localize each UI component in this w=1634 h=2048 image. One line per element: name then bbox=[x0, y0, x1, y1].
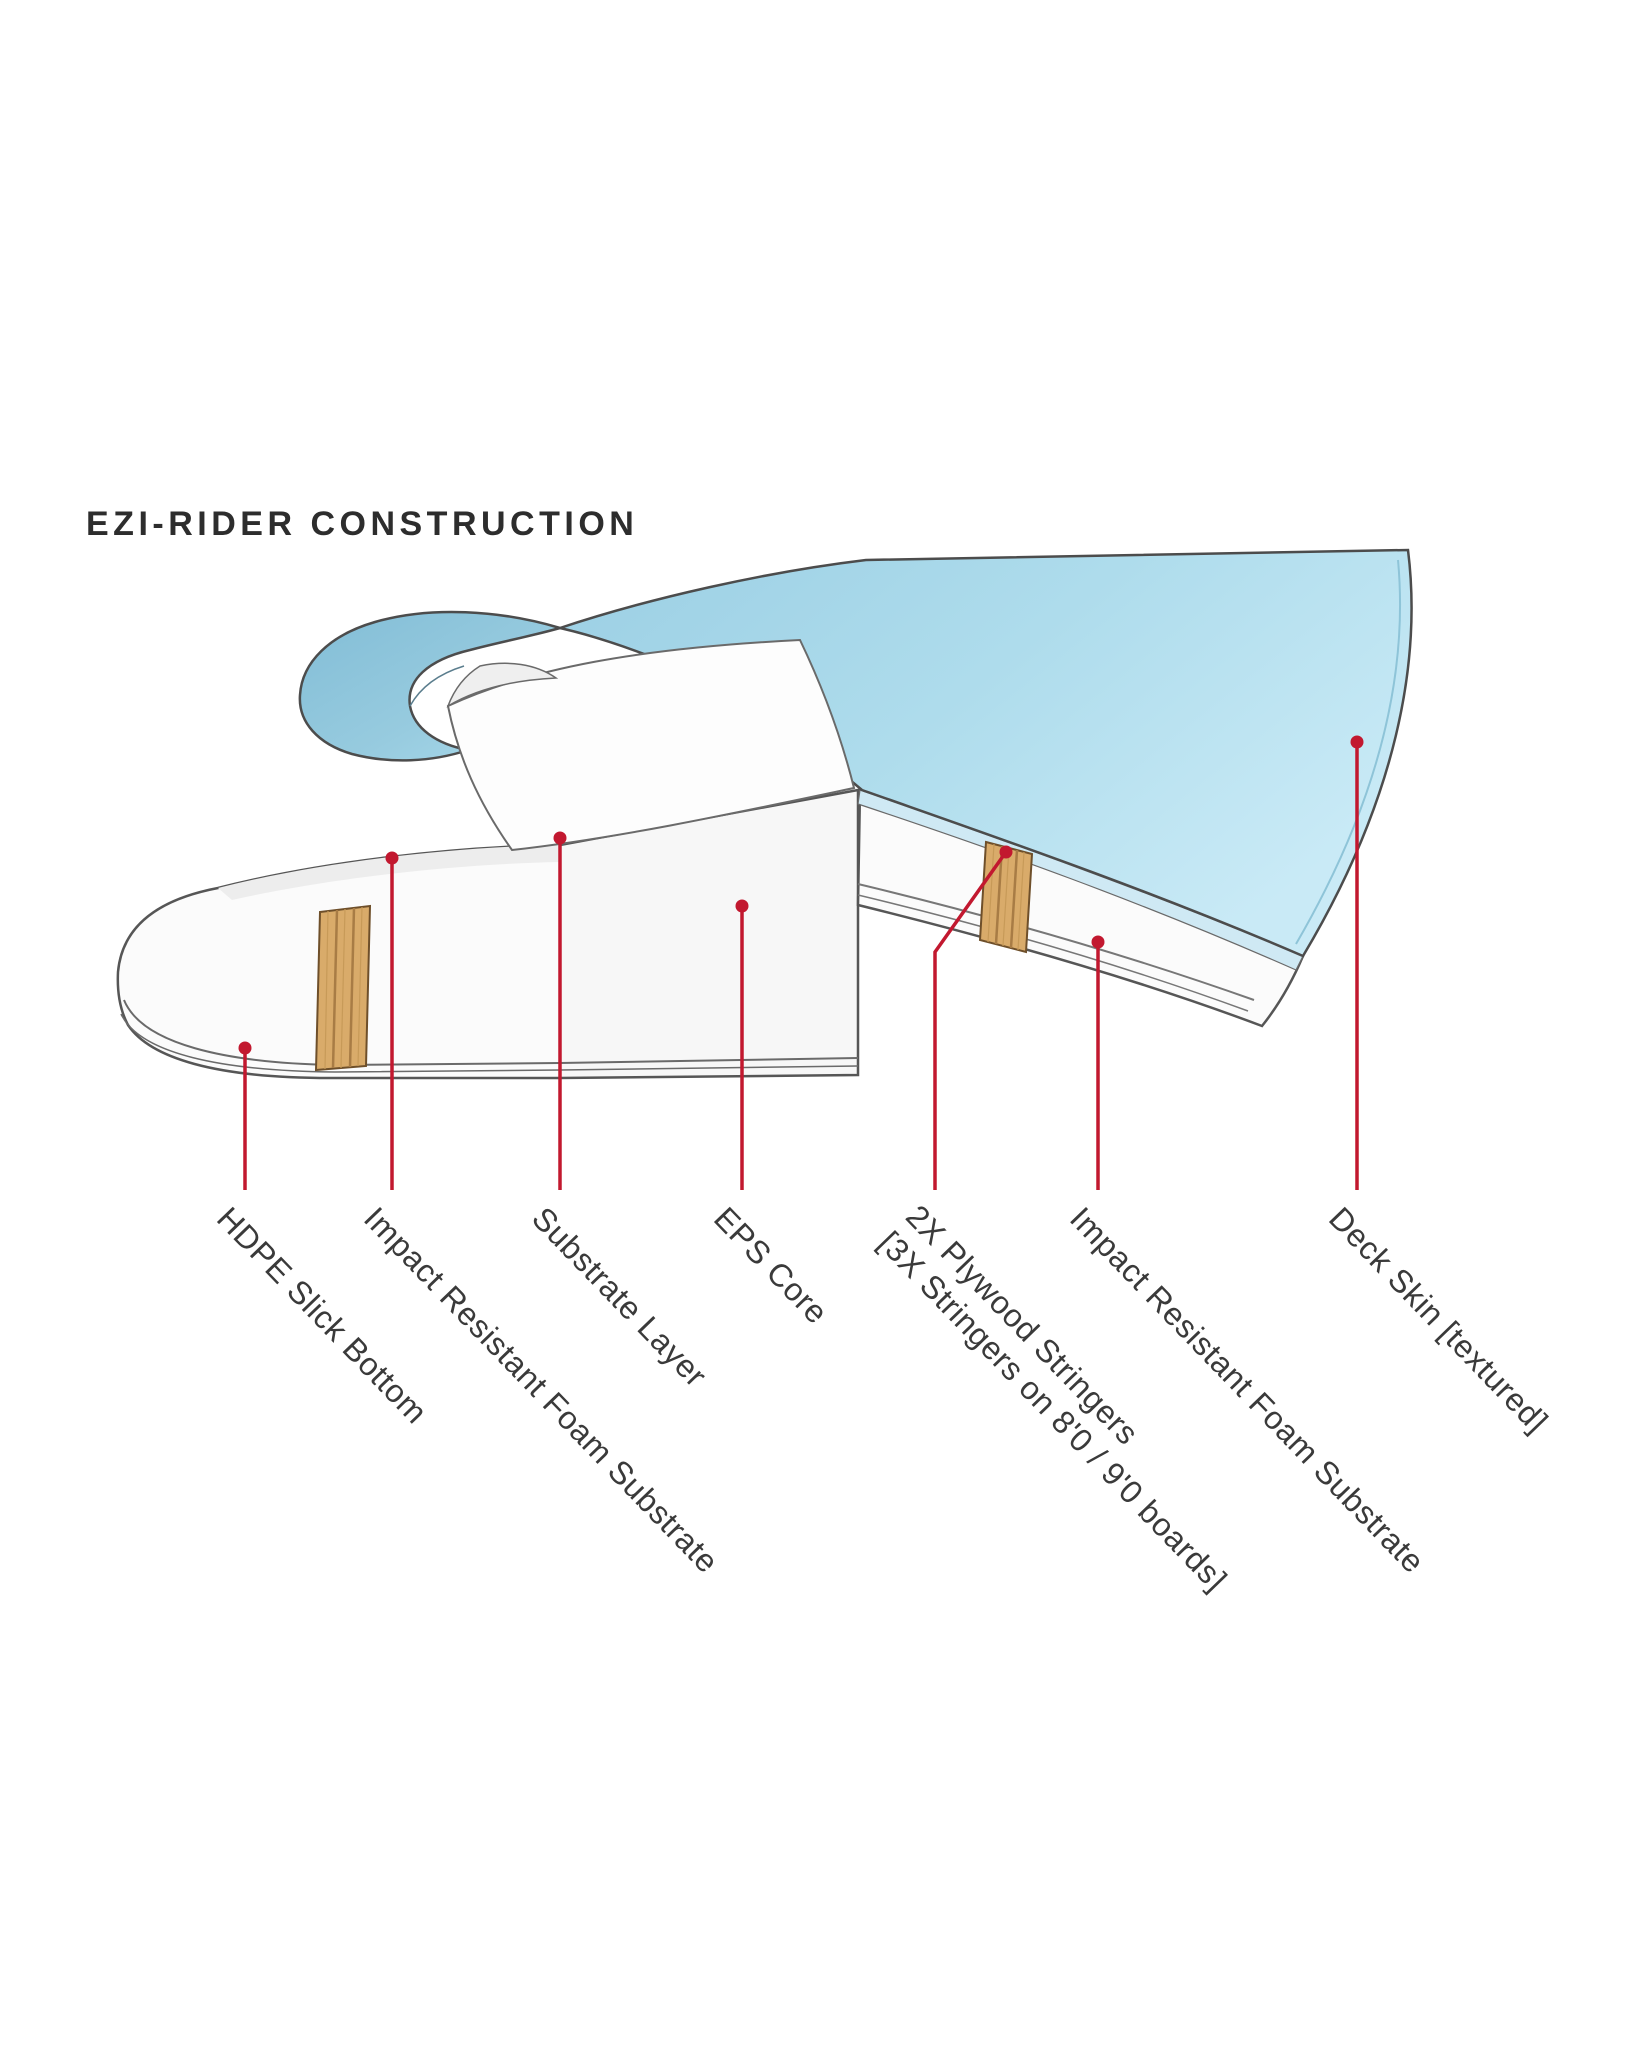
substrate-layer-line-right-1 bbox=[857, 883, 1255, 1001]
hdpe-bottom-layer-line-inner bbox=[120, 1013, 561, 1073]
substrate-layer-line-right-2 bbox=[857, 894, 1249, 1012]
left-foam-slab-top-shading bbox=[218, 845, 560, 900]
deck-skin-curl-inner-line bbox=[409, 665, 465, 707]
stringer-left-ply-lines bbox=[331, 907, 356, 1069]
callout-dot-deck-skin bbox=[1350, 735, 1364, 749]
callout-dot-substrate bbox=[553, 831, 567, 845]
hdpe-bottom-layer-line-outer bbox=[123, 999, 561, 1067]
substrate-layer-flap-curled-corner bbox=[446, 662, 559, 708]
diagram-title: EZI-RIDER CONSTRUCTION bbox=[86, 505, 639, 543]
hdpe-layer-line-under-eps-outer bbox=[559, 1057, 859, 1064]
callout-dot-eps bbox=[735, 899, 749, 913]
callout-line-stringers bbox=[933, 850, 1008, 1190]
deck-skin-curl bbox=[298, 610, 565, 762]
stringer-left-grain bbox=[324, 906, 363, 1070]
callout-dot-foam-top bbox=[1091, 935, 1105, 949]
callout-dot-stringers bbox=[999, 845, 1013, 859]
callout-dot-foam-bottom bbox=[385, 851, 399, 865]
callout-leader-lines bbox=[243, 742, 1359, 1190]
plywood-stringer-left bbox=[314, 904, 372, 1072]
stringer-right-ply-lines bbox=[994, 845, 1019, 949]
callout-dot-hdpe bbox=[238, 1041, 252, 1055]
deck-rail-inner-line bbox=[1295, 559, 1402, 945]
callout-anchor-dots bbox=[238, 735, 1364, 1055]
stringer-right-grain bbox=[987, 843, 1025, 951]
hdpe-layer-line-under-eps-inner bbox=[559, 1065, 859, 1071]
substrate-layer-flap bbox=[446, 638, 856, 852]
